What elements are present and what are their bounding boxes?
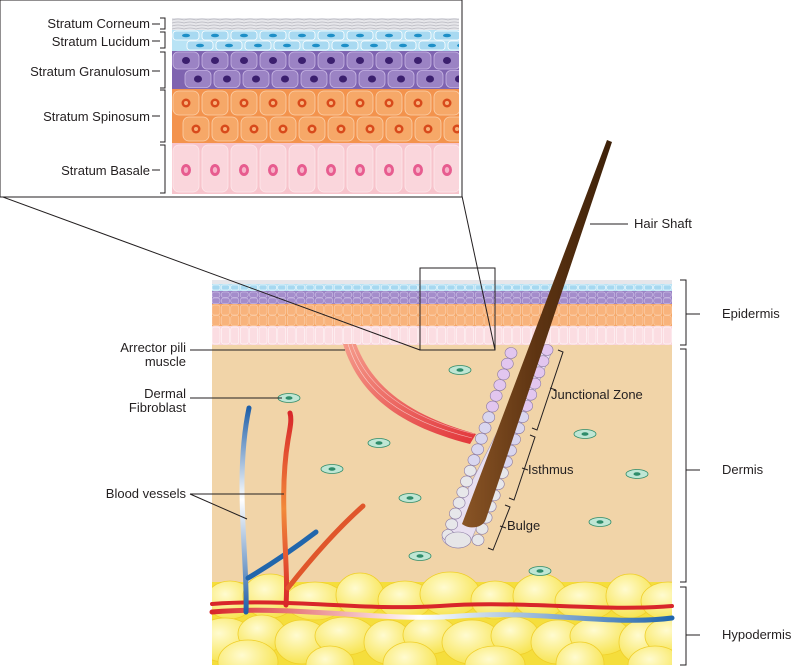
label-stratum-granulosum: Stratum Granulosum xyxy=(30,64,150,79)
horizontal-vessel-upper xyxy=(210,600,674,610)
label-arrector-pili-2: muscle xyxy=(145,354,186,369)
dermal-fibroblasts xyxy=(277,365,649,576)
label-stratum-basale: Stratum Basale xyxy=(61,163,150,178)
inset-brackets xyxy=(152,17,166,194)
label-hair-shaft: Hair Shaft xyxy=(634,216,692,231)
epidermis-layer xyxy=(212,280,672,345)
label-stratum-lucidum: Stratum Lucidum xyxy=(52,34,150,49)
horizontal-vessel-lower xyxy=(209,607,675,623)
label-isthmus: Isthmus xyxy=(528,462,574,477)
label-dermis: Dermis xyxy=(722,462,764,477)
label-arrector-pili-1: Arrector pili xyxy=(120,340,186,355)
label-bulge: Bulge xyxy=(507,518,540,533)
blood-vessels xyxy=(209,405,675,623)
label-epidermis: Epidermis xyxy=(722,306,780,321)
label-dermal-fibroblast-2: Fibroblast xyxy=(129,400,186,415)
arrector-pili-muscle xyxy=(343,343,476,444)
hypodermis-fat xyxy=(212,571,672,665)
vein-side-branch xyxy=(245,529,319,581)
artery-side-branch xyxy=(285,503,366,591)
inset-layers xyxy=(172,18,459,194)
follicle-brackets xyxy=(487,349,564,551)
label-dermal-fibroblast-1: Dermal xyxy=(144,386,186,401)
label-blood-vessels: Blood vessels xyxy=(106,486,187,501)
region-brackets xyxy=(680,279,700,666)
label-stratum-corneum: Stratum Corneum xyxy=(47,16,150,31)
label-stratum-spinosum: Stratum Spinosum xyxy=(43,109,150,124)
hair-shaft xyxy=(462,140,612,528)
label-hypodermis: Hypodermis xyxy=(722,627,792,642)
artery-branch xyxy=(281,410,294,608)
label-junctional-zone: Junctional Zone xyxy=(551,387,643,402)
zoom-box xyxy=(419,267,496,351)
